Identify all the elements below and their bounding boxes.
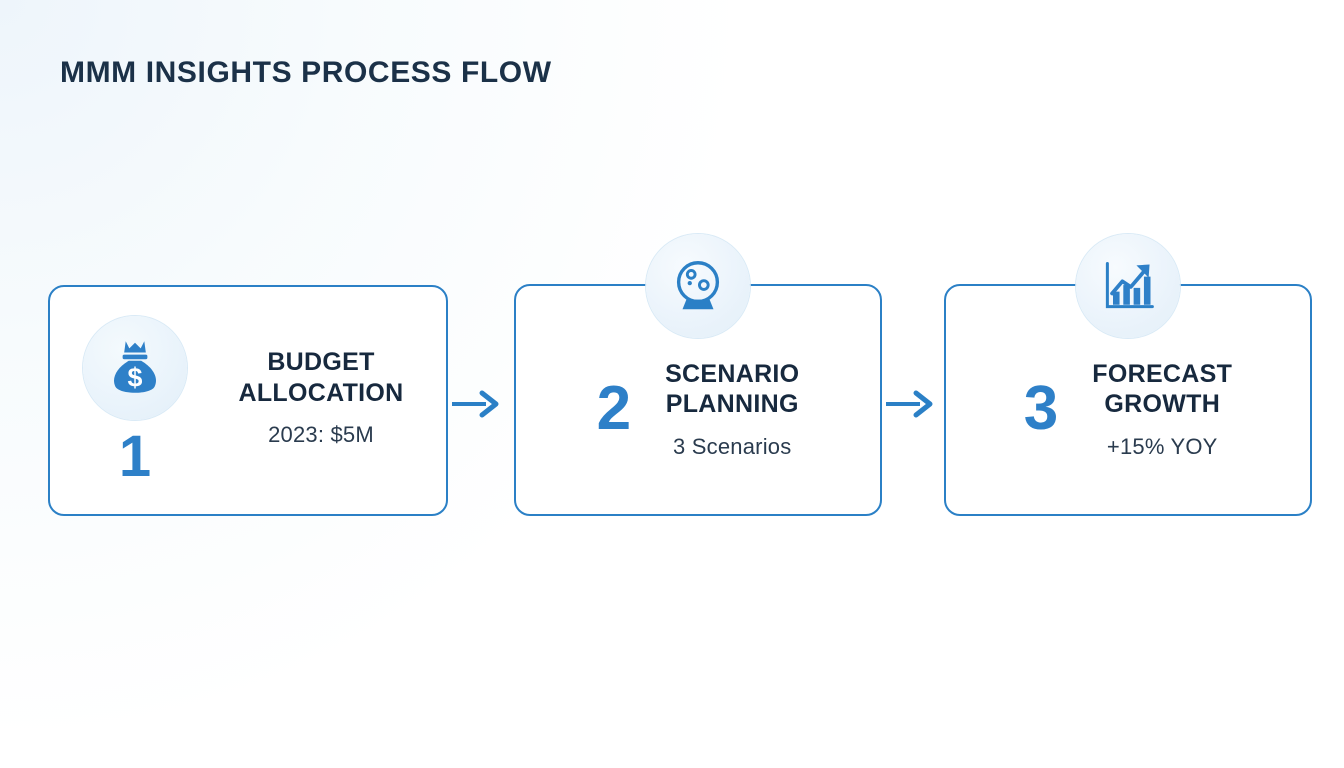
step-1-title: BUDGET ALLOCATION [238,348,404,407]
growth-chart-icon [1076,234,1180,338]
svg-text:$: $ [128,362,143,392]
step-3-layout: 3 FORECAST GROWTH +15% YOY [946,286,1310,514]
arrow-step1-to-step2 [452,390,504,418]
process-step-card-3[interactable]: 3 FORECAST GROWTH +15% YOY [944,234,1312,516]
step-2-layout: 2 SCENARIO PLANNING 3 Scenarios [516,286,880,514]
step-1-layout: $ 1 BUDGET ALLOCATION 2023: $5M [50,287,446,514]
process-step-card-1[interactable]: $ 1 BUDGET ALLOCATION 2023: $5M [48,285,448,516]
step-3-title: FORECAST GROWTH [1092,359,1233,419]
step-3-subtitle: +15% YOY [1106,433,1218,459]
step-1-icon-column: $ 1 [60,315,210,489]
page-title: MMM INSIGHTS PROCESS FLOW [60,56,552,89]
step-2-title: SCENARIO PLANNING [665,359,800,419]
step-1-number: 1 [118,423,152,489]
crystal-ball-icon [646,234,750,338]
step-2-number: 2 [596,374,632,443]
step-2-text-column: SCENARIO PLANNING 3 Scenarios [665,359,799,460]
arrow-step2-to-step3 [886,390,938,418]
step-1-subtitle: 2023: $5M [268,422,374,447]
step-3-text-column: FORECAST GROWTH +15% YOY [1092,359,1232,460]
step-1-text-column: BUDGET ALLOCATION 2023: $5M [210,347,446,448]
money-bag-icon: $ [83,315,187,420]
process-step-card-2[interactable]: 2 SCENARIO PLANNING 3 Scenarios [514,234,882,516]
step-3-number: 3 [1023,374,1059,443]
step-2-subtitle: 3 Scenarios [673,433,792,459]
